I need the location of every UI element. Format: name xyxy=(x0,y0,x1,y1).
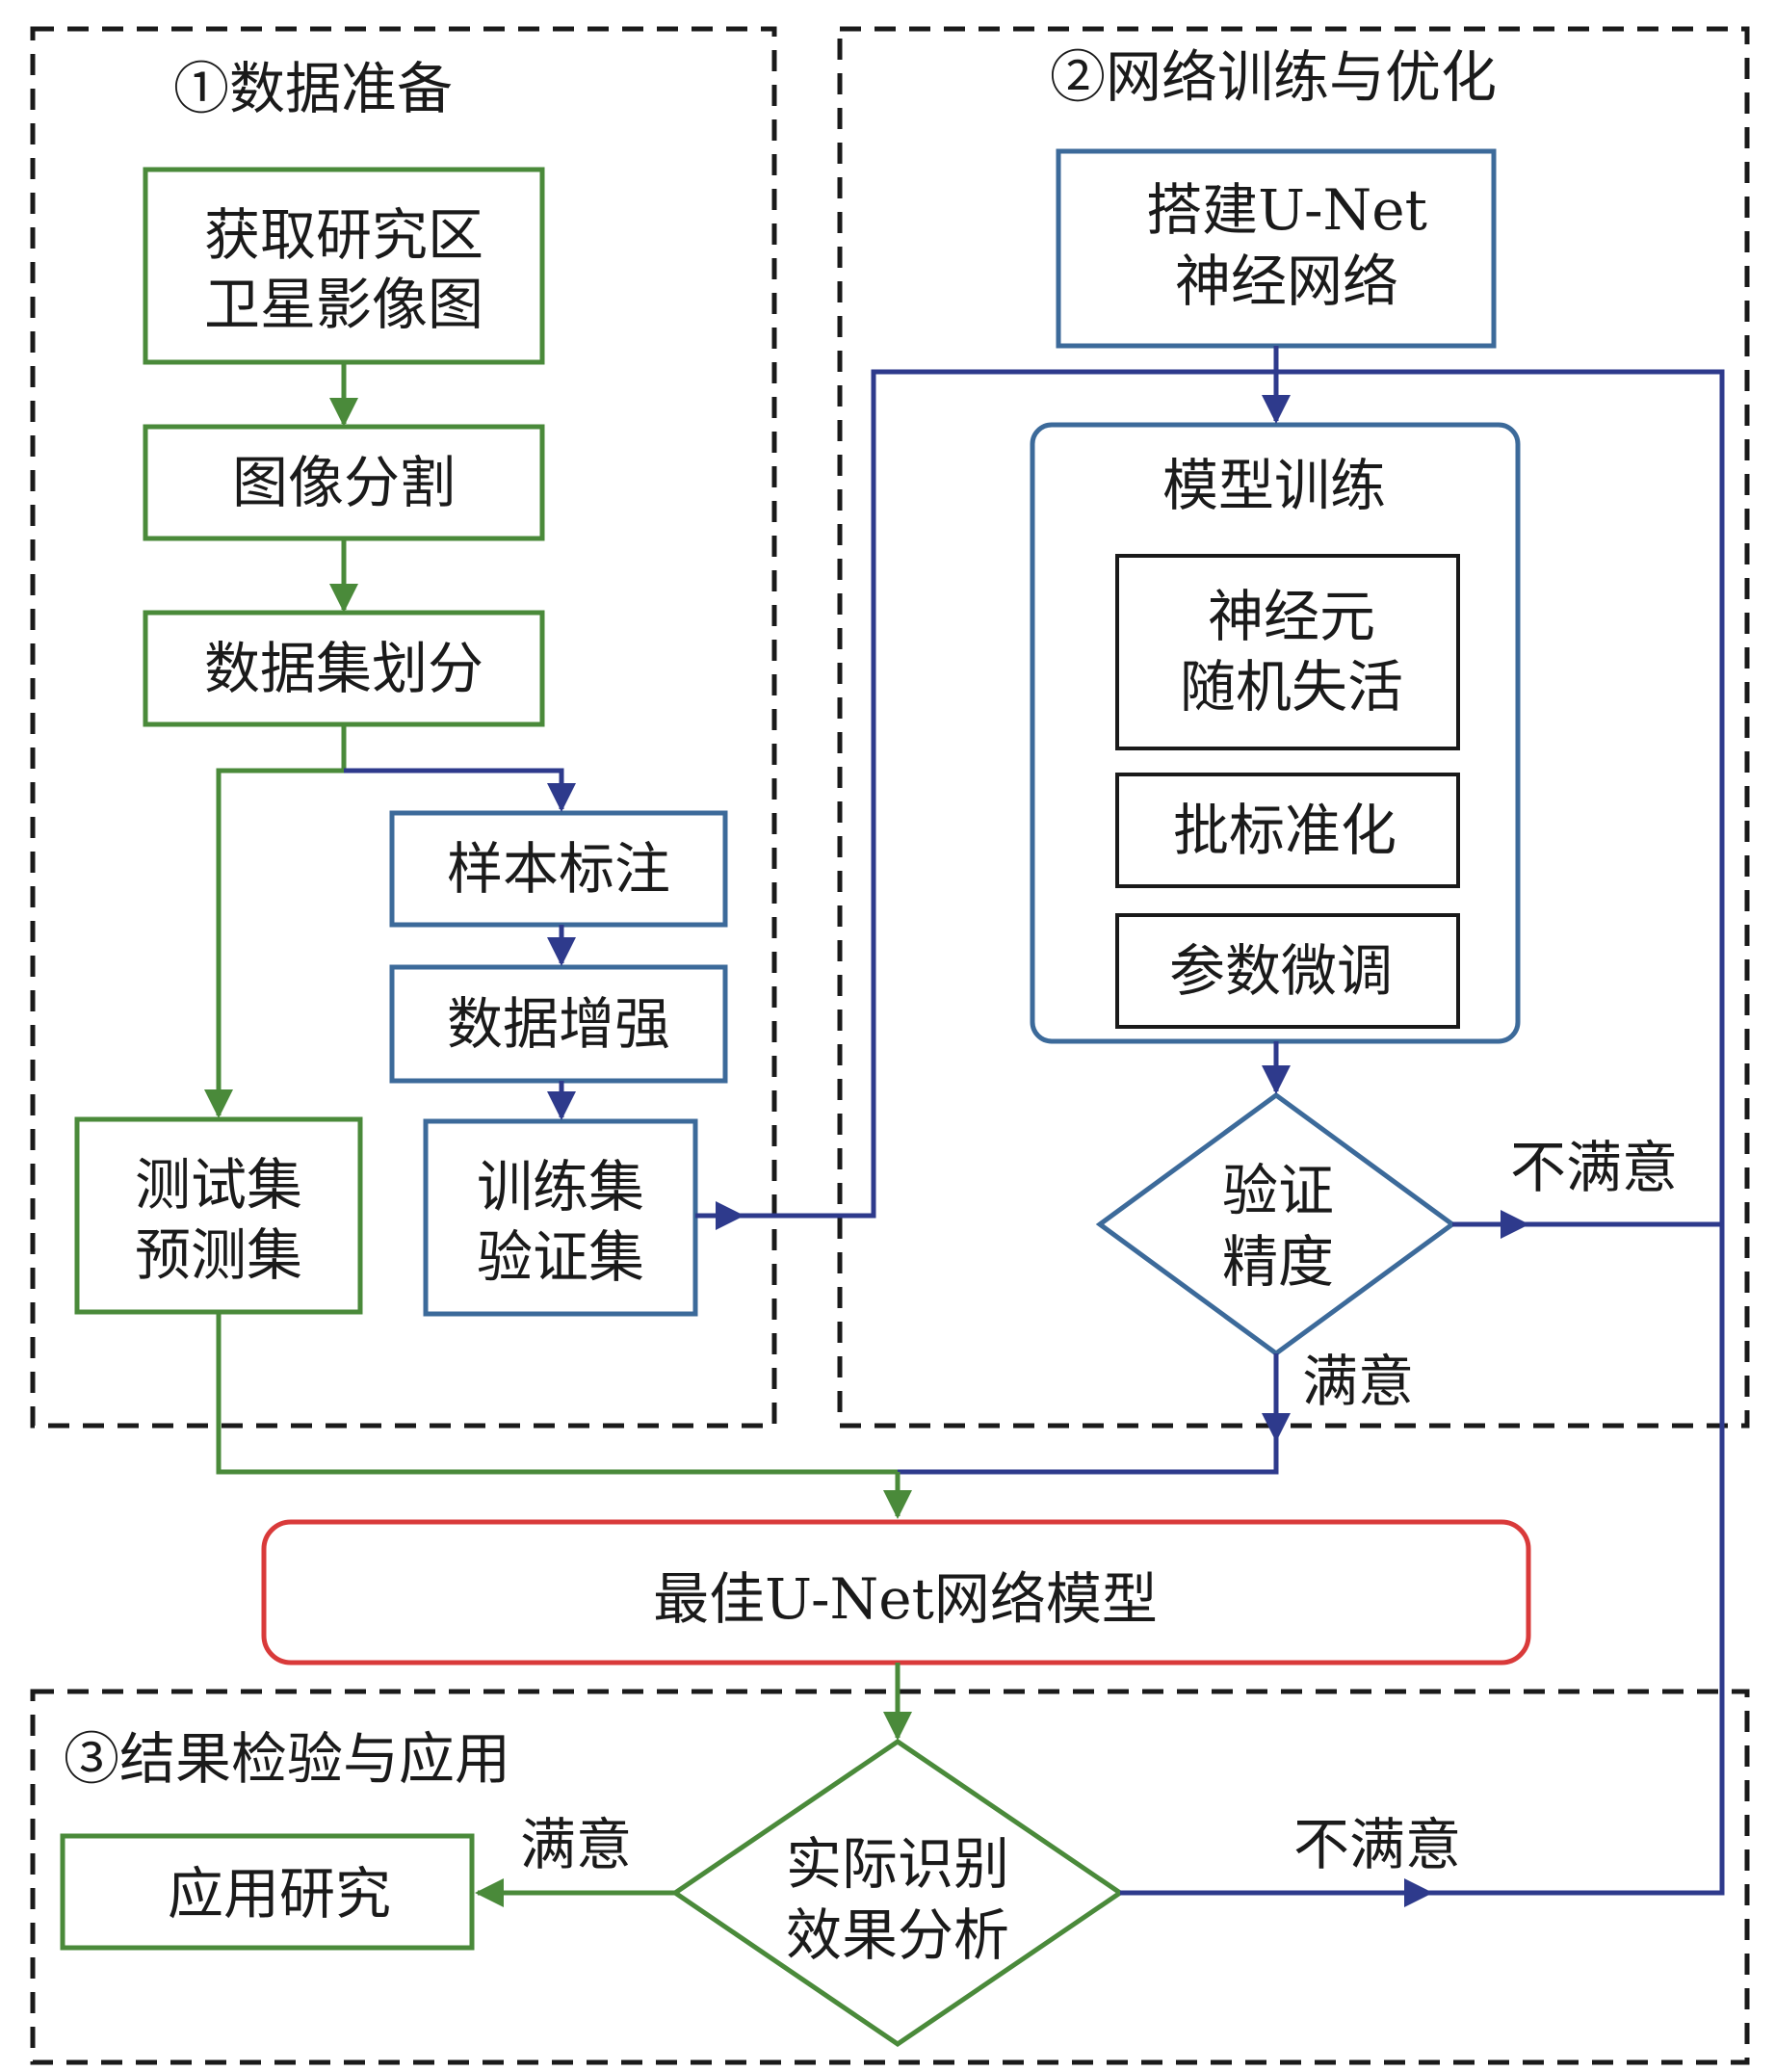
edge-analysis-unsatisfied-return xyxy=(1430,1224,1725,1896)
section-network-training-frame xyxy=(837,26,1750,1429)
node-test-predict-sets-line1: 测试集 xyxy=(135,1152,302,1218)
section-title-result-application: ③结果检验与应用 xyxy=(64,1726,510,1792)
section-data-prep-frame xyxy=(30,26,777,1429)
node-best-unet-model-label: 最佳U-Net网络模型 xyxy=(653,1566,1158,1632)
node-verify-accuracy xyxy=(1095,1091,1457,1357)
edge-label-unsatisfied-top: 不满意 xyxy=(1510,1135,1678,1200)
node-result-analysis-line2: 效果分析 xyxy=(786,1902,1009,1968)
node-application-research-label: 应用研究 xyxy=(168,1861,391,1927)
edge-split-to-test xyxy=(204,724,347,1118)
node-build-unet-line1: 搭建U-Net xyxy=(1146,177,1427,243)
edge-test-to-merge xyxy=(216,1312,898,1475)
node-data-augmentation xyxy=(389,964,728,1084)
edge-label-unsatisfied-bottom: 不满意 xyxy=(1293,1812,1461,1877)
node-test-predict-sets xyxy=(74,1116,363,1315)
node-build-unet-line2: 神经网络 xyxy=(1175,249,1398,314)
edge-label-satisfied-top: 满意 xyxy=(1302,1349,1414,1414)
node-dataset-split xyxy=(143,610,545,727)
edge-label-satisfied-bottom: 满意 xyxy=(520,1812,632,1877)
node-result-analysis-line1: 实际识别 xyxy=(786,1831,1009,1897)
node-acquire-imagery-line2: 卫星影像图 xyxy=(204,272,483,337)
node-sample-labeling-label: 样本标注 xyxy=(447,836,670,902)
node-dropout-line1: 神经元 xyxy=(1208,584,1375,649)
node-acquire-imagery-line1: 获取研究区 xyxy=(204,202,483,268)
node-parameter-finetune-label: 参数微调 xyxy=(1169,938,1393,1004)
node-train-val-sets xyxy=(423,1118,698,1317)
node-sample-labeling xyxy=(389,810,728,928)
node-image-segmentation-label: 图像分割 xyxy=(232,450,456,515)
node-image-segmentation xyxy=(143,424,545,541)
node-train-val-sets-line1: 训练集 xyxy=(477,1154,644,1220)
node-data-augmentation-label: 数据增强 xyxy=(447,991,670,1057)
node-model-training-title: 模型训练 xyxy=(1162,453,1386,518)
node-application-research xyxy=(60,1833,475,1951)
node-batch-normalization-label: 批标准化 xyxy=(1173,798,1397,863)
node-batch-normalization xyxy=(1115,773,1460,888)
node-parameter-finetune xyxy=(1115,913,1460,1029)
node-test-predict-sets-line2: 预测集 xyxy=(135,1222,302,1288)
section-title-data-prep: ①数据准备 xyxy=(173,56,453,121)
node-dropout-line2: 随机失活 xyxy=(1180,654,1403,720)
node-dropout xyxy=(1115,554,1460,750)
edge-trainval-to-training-loop xyxy=(742,369,1725,1224)
node-train-val-sets-line2: 验证集 xyxy=(477,1224,644,1290)
node-acquire-imagery xyxy=(143,167,545,365)
node-build-unet xyxy=(1056,148,1497,349)
node-result-analysis xyxy=(670,1738,1125,2048)
edge-split-to-labeling xyxy=(344,768,576,812)
section-title-network-training: ②网络训练与优化 xyxy=(1050,44,1497,110)
node-verify-accuracy-line1: 验证 xyxy=(1222,1158,1334,1223)
node-dataset-split-label: 数据集划分 xyxy=(204,636,483,701)
node-verify-accuracy-line2: 精度 xyxy=(1222,1229,1334,1295)
edge-verify-to-merge xyxy=(898,1439,1279,1475)
